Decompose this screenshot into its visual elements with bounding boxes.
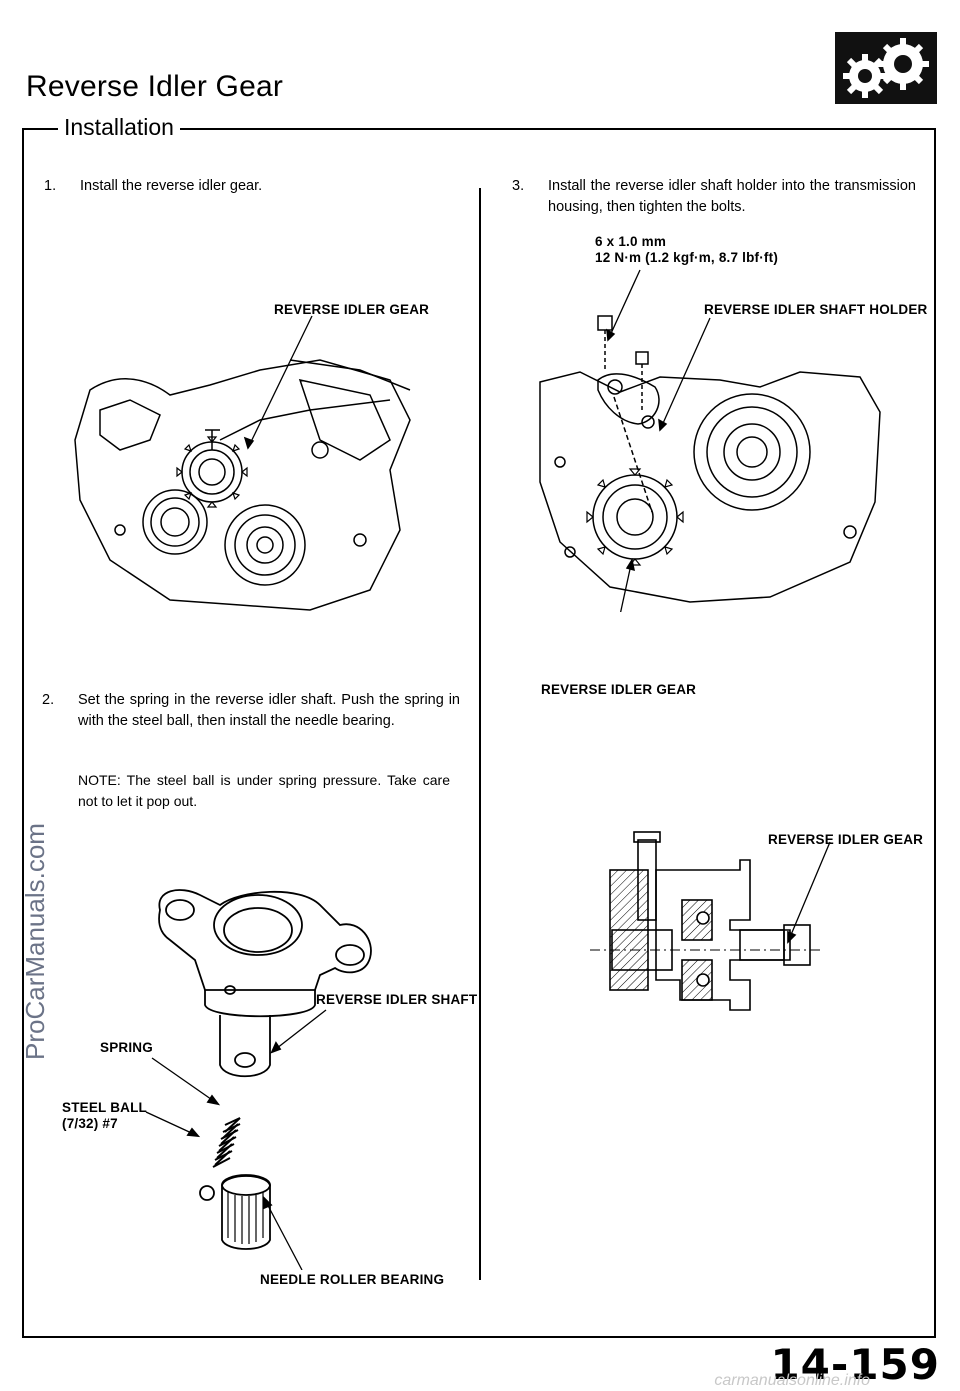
spec-bolt-size: 6 x 1.0 mm	[595, 234, 667, 249]
label-reverse-idler-gear-3: REVERSE IDLER GEAR	[768, 832, 924, 847]
label-reverse-idler-gear-2: REVERSE IDLER GEAR	[541, 682, 697, 697]
figure-cross-section	[590, 831, 831, 1011]
step-text: Install the reverse idler shaft holder i…	[548, 178, 916, 215]
column-divider	[479, 188, 481, 1280]
label-steel-ball: STEEL BALL	[62, 1100, 148, 1115]
step-number: 2.	[42, 692, 55, 708]
step-3: 3. Install the reverse idler shaft holde…	[512, 176, 916, 218]
gears-icon	[835, 32, 937, 104]
step-number: 1.	[44, 178, 57, 194]
label-reverse-idler-shaft-holder: REVERSE IDLER SHAFT HOLDER	[704, 302, 928, 317]
label-spring: SPRING	[100, 1040, 153, 1055]
step-text: Install the reverse idler gear.	[80, 178, 263, 194]
note: NOTE: The steel ball is under spring pre…	[78, 772, 450, 809]
label-reverse-idler-gear-1: REVERSE IDLER GEAR	[274, 302, 430, 317]
content-frame	[22, 128, 936, 1338]
page-title: Reverse Idler Gear	[26, 70, 284, 103]
label-needle-roller-bearing: NEEDLE ROLLER BEARING	[260, 1272, 445, 1287]
section-title: Installation	[58, 114, 180, 141]
step-number: 3.	[512, 178, 525, 194]
spec-torque: 12 N·m (1.2 kgf·m, 8.7 lbf·ft)	[595, 250, 779, 265]
page-number: 14-159	[770, 1340, 940, 1389]
watermark: ProCarManuals.com	[20, 823, 50, 1060]
figure-shaft-holder-install	[539, 269, 881, 612]
figure-shaft-spring-ball-bearing	[145, 889, 372, 1270]
step-text: Set the spring in the reverse idler shaf…	[78, 692, 460, 729]
label-reverse-idler-shaft: REVERSE IDLER SHAFT	[316, 992, 478, 1007]
label-steel-ball-size: (7/32) #7	[62, 1116, 118, 1131]
figure-gear-in-housing	[74, 315, 411, 611]
step-1: 1. Install the reverse idler gear.	[44, 176, 464, 197]
step-2: 2. Set the spring in the reverse idler s…	[42, 690, 460, 732]
bottom-watermark: carmanualsonline.info	[714, 1372, 870, 1389]
